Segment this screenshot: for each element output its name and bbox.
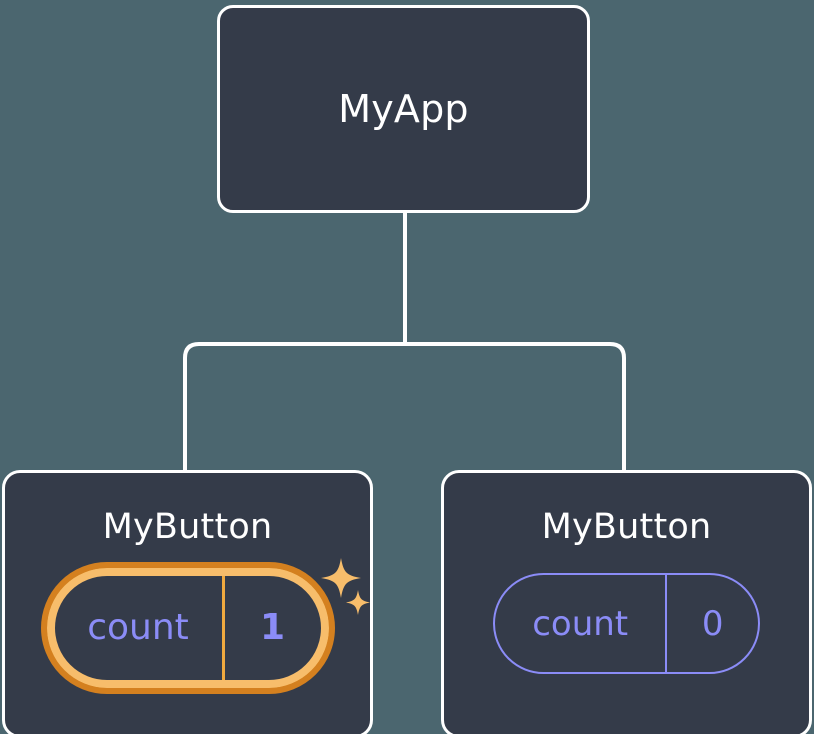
edge-branch-bus (183, 342, 626, 470)
state-value-left: 1 (259, 607, 286, 648)
sparkle-large-icon (320, 558, 361, 598)
state-badge-left-wrapper: count 1 (40, 558, 370, 694)
node-mybutton-right[interactable]: MyButton count 0 (441, 470, 812, 734)
node-mybutton-left[interactable]: MyButton count 1 (2, 470, 373, 734)
state-badge-left[interactable]: count 1 (40, 562, 335, 694)
state-key-right: count (495, 575, 668, 672)
node-mybutton-right-label: MyButton (541, 507, 712, 547)
node-myapp[interactable]: MyApp (217, 5, 590, 213)
node-mybutton-left-label: MyButton (102, 507, 273, 547)
node-myapp-label: MyApp (338, 87, 469, 131)
state-badge-left-inner: count 1 (46, 568, 329, 688)
state-key-left: count (55, 576, 225, 680)
sparkle-small-icon (345, 590, 370, 615)
state-badge-right[interactable]: count 0 (493, 573, 760, 674)
state-badge-right-wrapper: count 0 (493, 545, 760, 674)
state-value-right: 0 (701, 603, 724, 644)
